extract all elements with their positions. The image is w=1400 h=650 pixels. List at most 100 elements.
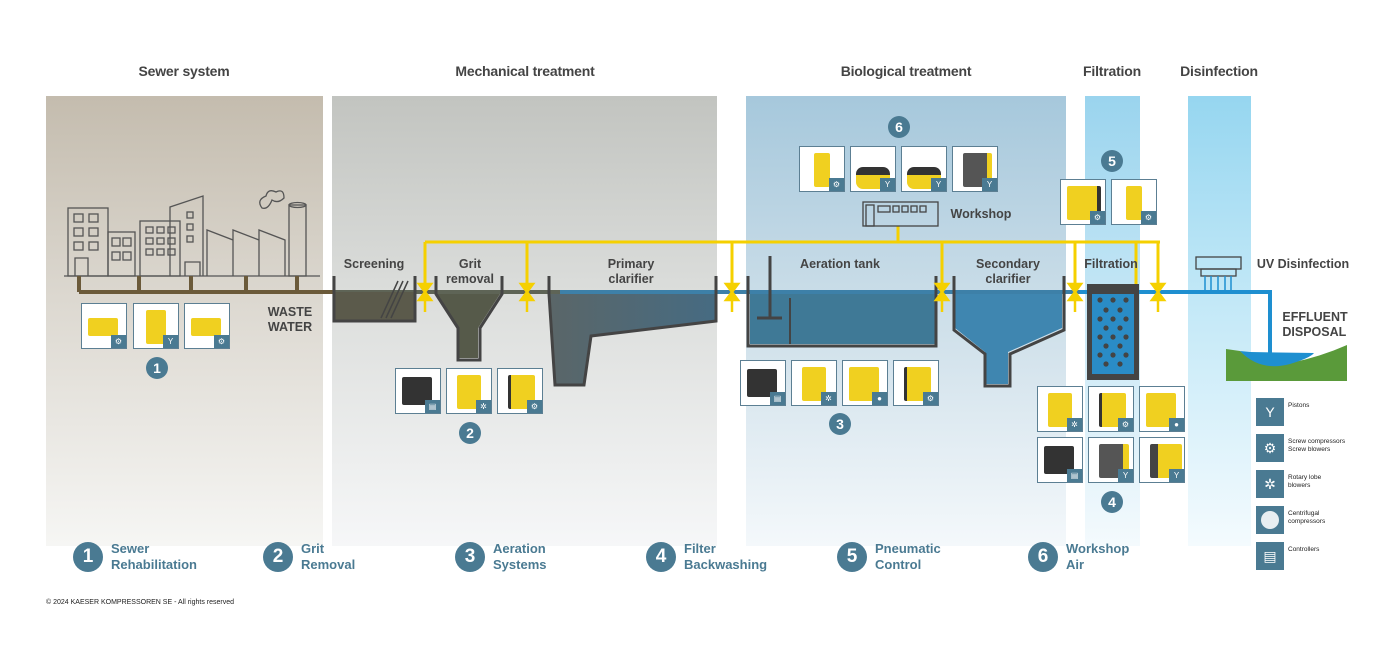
label-grit-removal: Grit removal	[446, 257, 494, 286]
product-group-number: 1	[146, 357, 168, 379]
primary-clarifier-tank	[547, 276, 718, 387]
effluent-ground	[1226, 345, 1347, 381]
product-tile[interactable]: ✲	[446, 368, 492, 414]
section-title-biological: Biological treatment	[840, 63, 972, 79]
legend-label: Screw compressors Screw blowers	[1288, 438, 1346, 453]
product-tile[interactable]: Y	[1139, 437, 1185, 483]
product-group-number: 6	[888, 116, 910, 138]
sewer-pipe	[77, 276, 333, 294]
product-tile[interactable]: ▤	[740, 360, 786, 406]
product-tile[interactable]: ●	[1139, 386, 1185, 432]
product-group-number: 3	[829, 413, 851, 435]
workshop-icon	[862, 201, 939, 227]
rotary-lobe-icon: ✲	[1256, 470, 1284, 498]
screw-icon: ⚙	[214, 335, 229, 348]
label-effluent-disposal: EFFLUENT DISPOSAL	[1282, 310, 1348, 339]
screw-icon: ⚙	[1141, 211, 1156, 224]
screening-tank	[332, 276, 417, 323]
section-title-mechanical: Mechanical treatment	[455, 63, 595, 79]
controllers-icon: ▤	[1256, 542, 1284, 570]
product-tile[interactable]: ⚙	[1088, 386, 1134, 432]
pistons-icon: Y	[931, 178, 946, 191]
product-tile[interactable]: ▤	[1037, 437, 1083, 483]
screw-icon: ⚙	[829, 178, 844, 191]
product-tile[interactable]: Y	[901, 146, 947, 192]
product-tile[interactable]: ⚙	[497, 368, 543, 414]
label-aeration-tank: Aeration tank	[800, 257, 880, 271]
product-tile[interactable]: ⚙	[799, 146, 845, 192]
rotary-lobe-icon: ✲	[1067, 418, 1082, 431]
product-tile[interactable]: Y	[1088, 437, 1134, 483]
section-title-filtration: Filtration	[1083, 63, 1141, 79]
legend-label: Controllers	[1288, 546, 1320, 553]
application-number: 3	[455, 542, 485, 572]
product-group-number: 5	[1101, 150, 1123, 172]
product-tile[interactable]: Y	[850, 146, 896, 192]
section-title-sewer: Sewer system	[138, 63, 230, 79]
screw-icon: ⚙	[1090, 211, 1105, 224]
legend-label: Pistons	[1288, 402, 1310, 409]
product-tile[interactable]: ●	[842, 360, 888, 406]
application-number: 4	[646, 542, 676, 572]
screw-icon: ⚙	[1118, 418, 1133, 431]
legend-label: Rotary lobe blowers	[1288, 474, 1322, 489]
product-tile[interactable]: ✲	[791, 360, 837, 406]
screw-icon: ⚙	[1256, 434, 1284, 462]
product-tile[interactable]: ✲	[1037, 386, 1083, 432]
product-tile[interactable]: ⚙	[184, 303, 230, 349]
label-waste-water: WASTE WATER	[267, 305, 313, 334]
product-tile[interactable]: Y	[952, 146, 998, 192]
grit-removal-tank	[434, 276, 504, 362]
application-number: 5	[837, 542, 867, 572]
rotary-lobe-icon: ✲	[476, 400, 491, 413]
secondary-clarifier-tank	[952, 276, 1066, 388]
valve-icon	[1066, 282, 1084, 312]
product-group-number: 4	[1101, 491, 1123, 513]
pistons-icon: Y	[163, 335, 178, 348]
controllers-icon: ▤	[425, 400, 440, 413]
centrifugal-icon: ●	[872, 392, 887, 405]
rotary-lobe-icon: ✲	[821, 392, 836, 405]
label-filtration: Filtration	[1084, 257, 1138, 271]
product-tile[interactable]: ⚙	[893, 360, 939, 406]
product-tile[interactable]: Y	[133, 303, 179, 349]
centrifugal-icon	[1256, 506, 1284, 534]
controllers-icon: ▤	[770, 392, 785, 405]
valve-icon	[518, 282, 536, 312]
label-uv-disinfection: UV Disinfection	[1256, 257, 1350, 271]
screw-icon: ⚙	[527, 400, 542, 413]
product-tile[interactable]: ⚙	[1111, 179, 1157, 225]
pistons-icon: Y	[1256, 398, 1284, 426]
screw-icon: ⚙	[111, 335, 126, 348]
valve-icon	[723, 282, 741, 312]
application-number: 2	[263, 542, 293, 572]
product-group-number: 2	[459, 422, 481, 444]
uv-disinfection-unit	[1195, 256, 1242, 290]
centrifugal-icon: ●	[1169, 418, 1184, 431]
controllers-icon: ▤	[1067, 469, 1082, 482]
product-tile[interactable]: ⚙	[81, 303, 127, 349]
aeration-tank	[746, 256, 938, 348]
label-screening: Screening	[343, 257, 405, 271]
pistons-icon: Y	[1118, 469, 1133, 482]
product-tile[interactable]: ▤	[395, 368, 441, 414]
city-icon	[64, 190, 320, 277]
section-title-disinfection: Disinfection	[1180, 63, 1258, 79]
filtration-vessel	[1087, 284, 1139, 380]
valve-icon	[933, 282, 951, 312]
application-number: 6	[1028, 542, 1058, 572]
product-tile[interactable]: ⚙	[1060, 179, 1106, 225]
compressed-air-line	[423, 226, 1160, 285]
legend-label: Centrifugal compressors	[1288, 510, 1326, 525]
label-primary-clarifier: Primary clarifier	[607, 257, 655, 286]
label-secondary-clarifier: Secondary clarifier	[976, 257, 1040, 286]
copyright-notice: © 2024 KAESER KOMPRESSOREN SE - All righ…	[46, 599, 235, 606]
valve-icon	[1149, 282, 1167, 312]
